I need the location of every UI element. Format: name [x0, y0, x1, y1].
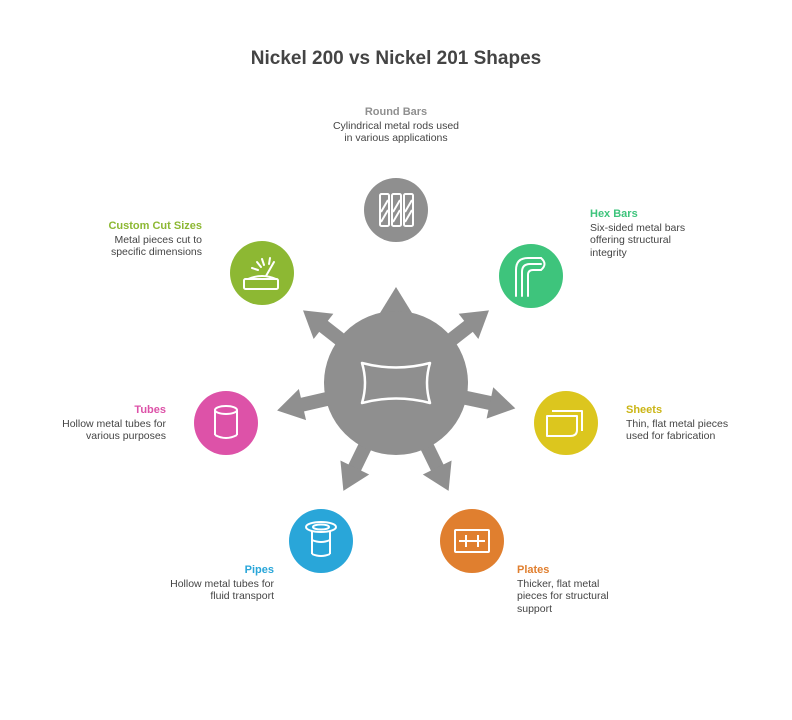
label-custom-cut: Custom Cut Sizes Metal pieces cut to spe…	[94, 220, 202, 259]
tubes-description: Hollow metal tubes for various purposes	[62, 417, 166, 443]
node-round-bars	[364, 178, 428, 242]
round-bars-description: Cylindrical metal rods used in various a…	[332, 119, 460, 145]
node-tubes	[194, 391, 258, 455]
plate-icon	[454, 529, 490, 553]
label-plates: Plates Thicker, flat metal pieces for st…	[517, 564, 625, 615]
tubes-title: Tubes	[134, 404, 166, 416]
hex-bars-title: Hex Bars	[590, 208, 638, 220]
tube-icon	[214, 405, 238, 439]
round-bars-icon	[379, 193, 414, 227]
node-sheets	[534, 391, 598, 455]
sheets-title: Sheets	[626, 404, 663, 416]
custom-cut-description: Metal pieces cut to specific dimensions	[110, 233, 202, 259]
sheets-icon	[546, 410, 583, 437]
label-tubes: Tubes Hollow metal tubes for various pur…	[46, 404, 166, 443]
plates-description: Thicker, flat metal pieces for structura…	[517, 577, 609, 615]
node-hex-bars	[499, 244, 563, 308]
hex-bars-description: Six-sided metal bars offering structural…	[590, 221, 686, 259]
pipes-description: Hollow metal tubes for fluid transport	[170, 577, 274, 603]
sheet-shape-icon	[360, 361, 432, 405]
diagram-title: Nickel 200 vs Nickel 201 Shapes	[250, 48, 542, 69]
hub-circle	[324, 311, 468, 455]
node-plates	[440, 509, 504, 573]
sheets-description: Thin, flat metal pieces used for fabrica…	[626, 417, 729, 443]
custom-cut-title: Custom Cut Sizes	[108, 220, 202, 232]
node-pipes	[289, 509, 353, 573]
node-custom-cut	[230, 241, 294, 305]
pipe-icon	[305, 521, 337, 557]
label-sheets: Sheets Thin, flat metal pieces used for …	[626, 404, 744, 443]
label-pipes: Pipes Hollow metal tubes for fluid trans…	[162, 564, 274, 603]
cutting-icon	[243, 257, 279, 290]
plates-title: Plates	[517, 564, 550, 576]
label-hex-bars: Hex Bars Six-sided metal bars offering s…	[590, 208, 702, 259]
label-round-bars: Round Bars Cylindrical metal rods used i…	[330, 106, 462, 145]
pipes-title: Pipes	[244, 564, 274, 576]
hex-bar-icon	[515, 257, 546, 297]
round-bars-title: Round Bars	[364, 106, 428, 118]
